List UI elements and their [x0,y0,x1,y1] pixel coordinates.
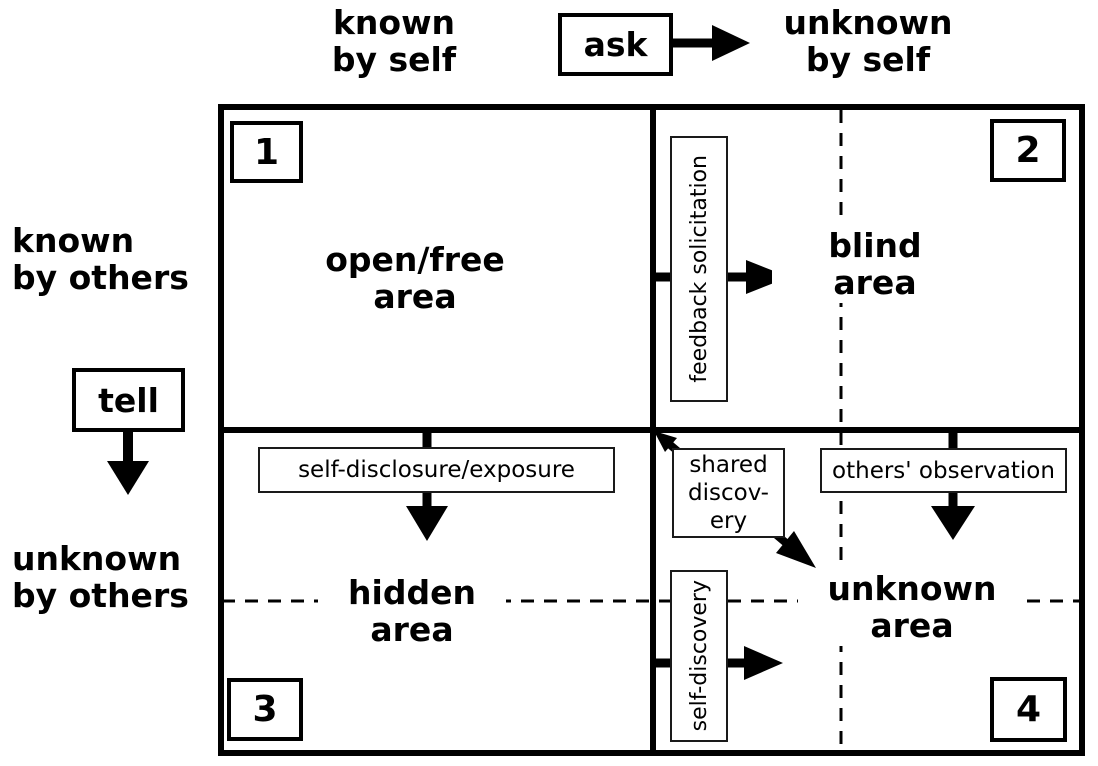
quadrant-4-number-box: 4 [990,677,1067,742]
ask-box: ask [558,13,673,76]
others-observation-text: others' observation [832,457,1055,484]
axis-label-line: by self [805,40,931,79]
unknown-area-label: unknown area [798,568,1026,646]
axis-label-unknown-by-others: unknown by others [12,540,189,614]
quadrant-number: 4 [1015,689,1042,730]
quadrant-3-number-box: 3 [227,678,303,741]
area-name-line: blind [828,226,922,265]
axis-label-line: by others [12,576,189,615]
shared-discovery-label: shared discov- ery [672,448,785,538]
self-discovery-label: self-discovery [670,570,728,742]
axis-label-line: by self [331,40,457,79]
area-name-line: area [370,610,454,649]
area-name-line: hidden [348,573,476,612]
quadrant-number: 1 [253,131,280,173]
area-name-line: unknown [827,569,997,608]
ask-arrow [671,25,750,61]
window-grid [218,104,1085,756]
ask-box-label: ask [583,25,648,64]
quadrant-2-number-box: 2 [990,119,1066,182]
quadrant-1-number-box: 1 [230,121,303,183]
axis-label-line: known [332,3,456,42]
self-disclosure-text: self-disclosure/exposure [298,457,575,483]
tell-box-label: tell [98,380,159,420]
feedback-solicitation-text: feedback solicitation [686,155,712,383]
quadrant-number: 2 [1015,130,1041,171]
others-observation-label: others' observation [820,448,1067,493]
axis-label-line: by others [12,258,189,297]
axis-label-unknown-by-self: unknown by self [768,4,968,78]
tell-arrow [107,430,149,495]
hidden-area-label: hidden area [318,572,506,650]
area-name-line: area [373,277,457,316]
shared-discovery-line: ery [709,508,748,534]
open-free-area-label: open/free area [299,239,531,317]
axis-label-line: unknown [12,539,182,578]
area-name-line: area [833,263,917,302]
axis-label-known-by-self: known by self [294,4,494,78]
blind-area-label: blind area [772,225,978,303]
self-disclosure-label: self-disclosure/exposure [258,447,615,493]
axis-label-known-by-others: known by others [12,222,189,296]
quadrant-number: 3 [252,689,278,730]
feedback-solicitation-label: feedback solicitation [670,136,728,402]
shared-discovery-line: discov- [688,480,769,506]
axis-label-line: unknown [783,3,953,42]
area-name-line: open/free [325,240,505,279]
shared-discovery-line: shared [689,452,768,478]
axis-label-line: known [12,221,135,260]
tell-box: tell [72,368,185,432]
shared-discovery-text: shared discov- ery [688,451,769,535]
self-discovery-text: self-discovery [686,580,712,732]
area-name-line: area [870,606,954,645]
